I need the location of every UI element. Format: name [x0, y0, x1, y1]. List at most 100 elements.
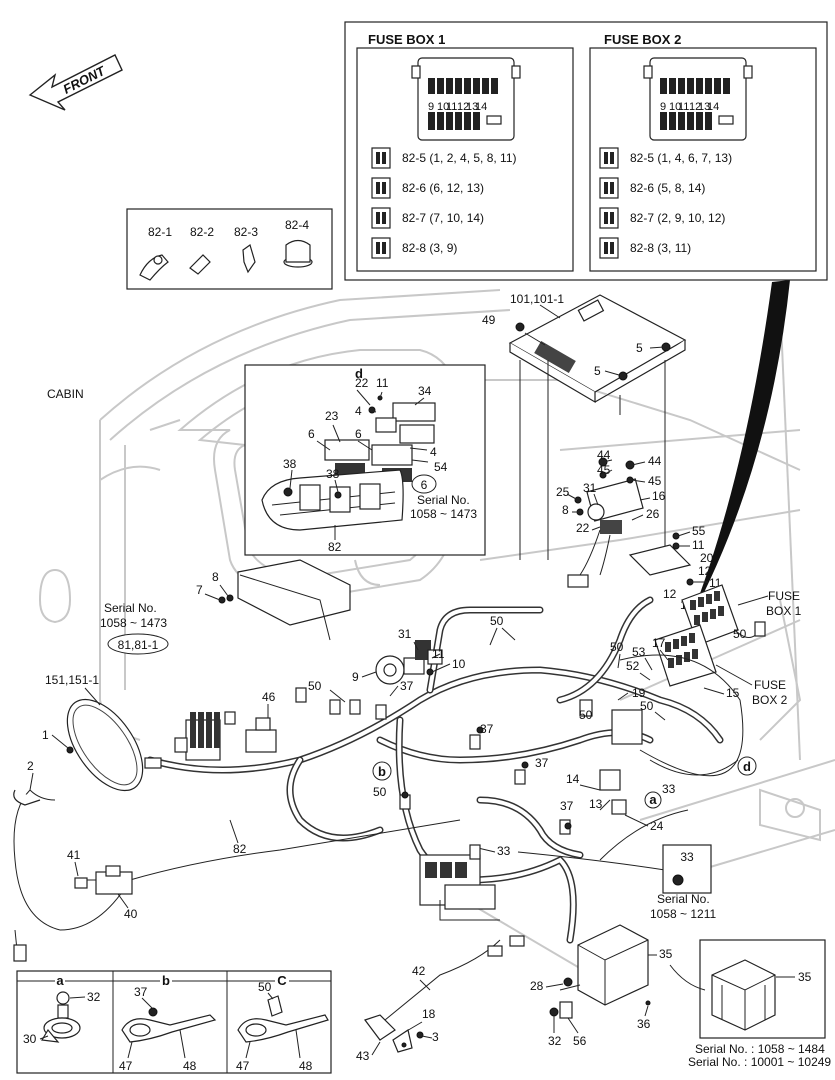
fb1-slot-10: 10 — [437, 101, 449, 113]
left-connector-block — [144, 687, 361, 769]
label-50b: 50 — [308, 679, 322, 693]
fuse-box-1-label-b: BOX 1 — [766, 604, 802, 618]
serial-35-line2: Serial No. : 10001 ~ 10249 — [688, 1055, 831, 1069]
detail-d-label-38b: 38 — [326, 467, 340, 481]
label-24: 24 — [650, 819, 664, 833]
lower-connector-block — [419, 844, 500, 921]
label-37c: 37 — [535, 756, 549, 770]
fb1-row-1: 82-5 (1, 2, 4, 5, 8, 11) — [402, 151, 517, 165]
label-32: 32 — [548, 1034, 562, 1048]
label-28: 28 — [530, 979, 544, 993]
cabin-label: CABIN — [47, 387, 84, 401]
fb1-slot-14: 14 — [475, 101, 487, 113]
circle-d — [737, 756, 757, 776]
detail-d-label-82: 82 — [328, 540, 342, 554]
label-26: 26 — [646, 507, 660, 521]
label-37a: 37 — [400, 679, 414, 693]
fb1-row-2: 82-6 (6, 12, 13) — [402, 181, 484, 195]
label-16: 16 — [652, 489, 666, 503]
lower-wire-sensor — [364, 935, 525, 1053]
label-10: 10 — [452, 657, 466, 671]
label-50f: 50 — [640, 699, 654, 713]
legend-b-label-47: 47 — [119, 1059, 133, 1073]
fuse-box-1-assembly — [654, 584, 766, 687]
detail-d-label-4b: 4 — [430, 445, 437, 459]
detail-d-label-23: 23 — [325, 409, 339, 423]
legend-a-label-32: 32 — [87, 990, 101, 1004]
label-13: 13 — [589, 797, 603, 811]
fb2-slot-12: 12 — [689, 101, 701, 113]
fb2-slot-11: 11 — [678, 101, 689, 113]
svg-text:d: d — [743, 759, 751, 774]
legend-clamps: a b C 32 30 37 47 48 50 47 48 — [16, 970, 332, 1074]
detail-d-circled-6 — [411, 474, 437, 494]
detail-d-label-6b: 6 — [355, 427, 362, 441]
label-44a: 44 — [597, 448, 611, 462]
fb2-slot-10: 10 — [669, 101, 681, 113]
harness-clamps — [375, 699, 643, 835]
ground-connector — [13, 865, 133, 962]
label-101: 101,101-1 — [510, 292, 564, 306]
label-17: 17 — [652, 636, 666, 650]
label-40: 40 — [124, 907, 138, 921]
detail-d-label-38a: 38 — [283, 457, 297, 471]
clip-82-2-icon — [189, 254, 211, 275]
fb1-slot-11: 11 — [446, 101, 457, 113]
label-45a: 45 — [597, 463, 611, 477]
label-43: 43 — [356, 1049, 370, 1063]
detail-d-label-54: 54 — [434, 460, 448, 474]
serial-35-num: 35 — [798, 970, 812, 984]
label-50c: 50 — [373, 785, 387, 799]
fb2-row-2: 82-6 (5, 8, 14) — [630, 181, 705, 195]
serial-81-line2: 1058 ~ 1473 — [100, 616, 167, 630]
detail-d-label-22: 22 — [355, 376, 369, 390]
motor-component — [375, 640, 443, 685]
label-55: 55 — [692, 524, 706, 538]
fb2-row-4: 82-8 (3, 11) — [630, 241, 691, 255]
clip-82-3-label: 82-3 — [234, 225, 258, 239]
label-20: 20 — [700, 551, 714, 565]
clip-82-1-label: 82-1 — [148, 225, 172, 239]
label-2: 2 — [27, 759, 34, 773]
serial-33-line2: 1058 ~ 1211 — [650, 907, 717, 921]
label-5a: 5 — [636, 341, 643, 355]
label-11a: 11 — [692, 538, 705, 552]
label-11d: 11 — [432, 647, 445, 661]
mirror-component — [66, 698, 144, 792]
label-3: 3 — [432, 1030, 439, 1044]
fuse-box-2-label-a: FUSE — [754, 678, 786, 692]
label-33b: 33 — [497, 844, 511, 858]
fb1-row-3: 82-7 (7, 10, 14) — [402, 211, 484, 225]
legend-c-letter: C — [277, 973, 287, 988]
fb2-row-1: 82-5 (1, 4, 6, 7, 13) — [630, 151, 732, 165]
callout-arrow-right — [690, 280, 790, 620]
front-arrow: FRONT — [28, 54, 123, 111]
clips-box: 82-1 82-2 82-3 82-4 — [126, 208, 333, 290]
label-50e: 50 — [610, 640, 624, 654]
label-19: 19 — [632, 686, 646, 700]
label-12a: 12 — [698, 564, 712, 578]
label-45b: 45 — [648, 474, 662, 488]
label-22: 22 — [576, 521, 590, 535]
fuse-box-2-title: FUSE BOX 2 — [604, 32, 681, 47]
legend-c-label-47: 47 — [236, 1059, 250, 1073]
svg-text:b: b — [378, 764, 386, 779]
serial-35-line1: Serial No. : 1058 ~ 1484 — [695, 1042, 825, 1056]
label-49: 49 — [482, 313, 496, 327]
fb2-slot-13: 13 — [698, 101, 710, 113]
fb1-slot-13: 13 — [466, 101, 478, 113]
label-7: 7 — [196, 583, 203, 597]
serial-81-line1: Serial No. — [104, 601, 157, 615]
label-36: 36 — [637, 1017, 651, 1031]
fuse-icon — [371, 147, 619, 259]
label-50g: 50 — [579, 708, 593, 722]
fb1-slot-9: 9 — [428, 101, 434, 113]
legend-b-letter: b — [162, 973, 170, 988]
svg-text:6: 6 — [421, 478, 428, 492]
clip-82-2-label: 82-2 — [190, 225, 214, 239]
label-31b: 31 — [398, 627, 412, 641]
fb1-row-4: 82-8 (3, 9) — [402, 241, 457, 255]
clip-82-3-icon — [242, 244, 256, 274]
label-44b: 44 — [648, 454, 662, 468]
label-8a: 8 — [562, 503, 569, 517]
